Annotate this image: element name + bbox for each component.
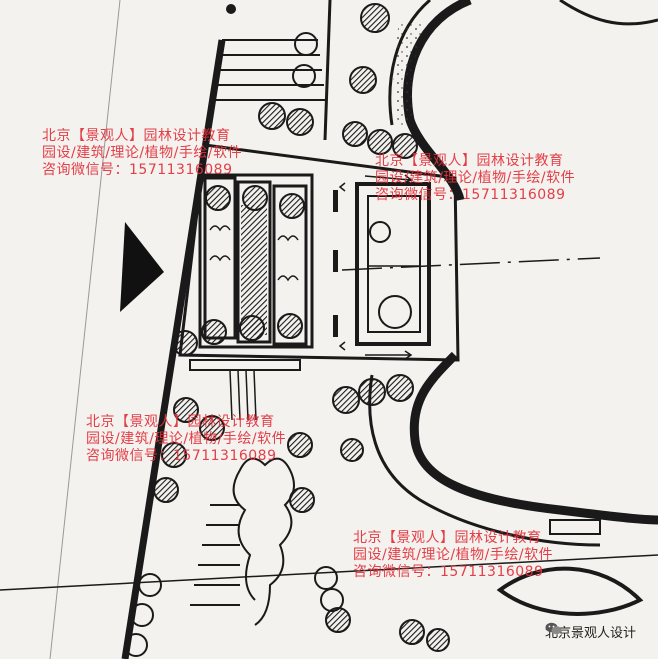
steps-south xyxy=(190,504,240,606)
watermark-block-1: 北京【景观人】园林设计教育 园设/建筑/理论/植物/手绘/软件 咨询微信号：15… xyxy=(42,128,242,179)
source-credit: 北京景观人设计 xyxy=(545,622,636,641)
watermark-line: 咨询微信号：15711316089 xyxy=(375,187,566,203)
plaza-outline xyxy=(178,143,460,362)
watermark-line: 园设/建筑/理论/植物/手绘/软件 xyxy=(375,170,576,186)
planting-beds xyxy=(198,173,314,349)
river-bank-outer xyxy=(403,0,658,525)
watermark-line: 园设/建筑/理论/植物/手绘/软件 xyxy=(86,431,287,447)
watermark-block-3: 北京【景观人】园林设计教育 园设/建筑/理论/植物/手绘/软件 咨询微信号：15… xyxy=(86,414,286,465)
watermark-line: 园设/建筑/理论/植物/手绘/软件 xyxy=(42,145,243,161)
section-line-bottom xyxy=(0,554,658,591)
trees-north xyxy=(258,3,418,159)
south-step xyxy=(189,359,301,371)
watermark-line: 北京【景观人】园林设计教育 xyxy=(375,153,564,169)
direction-arrow-icon xyxy=(120,222,164,312)
watermark-block-4: 北京【景观人】园林设计教育 园设/建筑/理论/植物/手绘/软件 咨询微信号：15… xyxy=(353,530,553,581)
credit-text: 北京景观人设计 xyxy=(544,626,636,641)
boardwalk xyxy=(549,519,601,535)
wechat-icon xyxy=(545,622,562,635)
watermark-line: 咨询微信号：15711316089 xyxy=(42,162,233,178)
road-edge xyxy=(121,39,226,659)
direction-arrows xyxy=(338,174,413,360)
axis-line xyxy=(341,257,601,271)
south-paths xyxy=(229,369,257,421)
watermark-line: 咨询微信号：15711316089 xyxy=(86,448,277,464)
lawn-scallops xyxy=(232,457,295,626)
road-node xyxy=(226,4,236,14)
pavilion-structure xyxy=(355,182,431,346)
upper-edge xyxy=(323,0,332,141)
watermark-line: 北京【景观人】园林设计教育 xyxy=(42,128,231,144)
scan-edge-line xyxy=(49,0,121,659)
steps-north xyxy=(214,39,326,101)
river-fill xyxy=(393,20,425,130)
bed-trees xyxy=(172,185,305,356)
north-curve xyxy=(559,0,658,26)
watermark-line: 北京【景观人】园林设计教育 xyxy=(353,530,542,546)
island-curve xyxy=(496,566,644,616)
plaza-bollards xyxy=(333,190,338,337)
watermark-line: 园设/建筑/理论/植物/手绘/软件 xyxy=(353,547,554,563)
trees-south xyxy=(124,374,450,657)
watermark-line: 咨询微信号：15711316089 xyxy=(353,564,544,580)
watermark-block-2: 北京【景观人】园林设计教育 园设/建筑/理论/植物/手绘/软件 咨询微信号：15… xyxy=(375,153,575,204)
watermark-line: 北京【景观人】园林设计教育 xyxy=(86,414,275,430)
